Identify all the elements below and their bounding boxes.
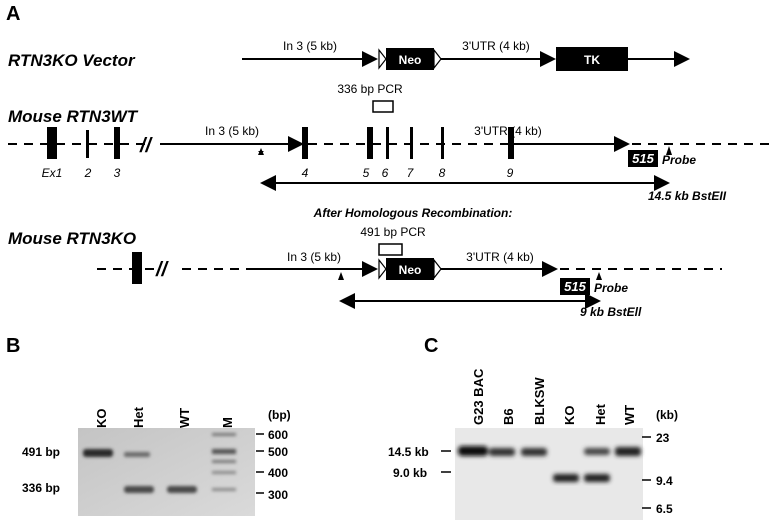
loxp-left-icon [378,48,387,70]
gel-b-band-wt-336 [167,486,197,493]
gel-b-band-label-491: 491 bp [22,445,60,459]
wt-exon-8 [441,127,444,159]
wt-exon-3 [114,127,120,159]
gel-b-band-het-491 [124,452,150,457]
wt-probe-num: 515 [632,151,654,166]
gel-b-band-label-336: 336 bp [22,481,60,495]
exon-label-9: 9 [507,166,514,180]
wt-exon-7 [410,127,413,159]
gel-b-lane-m: M [220,417,235,428]
gel-c-image [455,428,643,520]
gel-c-band-ko-9kb [553,474,579,482]
gel-b-ladder-500 [212,449,236,454]
recomb-title: After Homologous Recombination: [313,206,513,220]
ko-title: Mouse RTN3KO [8,229,136,248]
ko-neo-box [386,258,434,280]
ko-utr-label: 3'UTR (4 kb) [466,250,534,264]
gel-c-band-het-14kb [584,448,610,455]
gel-c-lane-wt: WT [622,405,637,425]
gel-c-marker-6.5: 6.5 [656,502,673,516]
exon-label-4: 4 [302,166,309,180]
wt-exon-1 [47,127,57,159]
pcr-wt-box [372,100,394,113]
gel-b-ladder-300 [212,488,236,491]
gel-c-lane-ko: KO [562,406,577,426]
wt-exon-2 [86,130,89,158]
wt-bstii-label: 14.5 kb BstEII [648,189,727,203]
panel-c-label: C [424,335,438,357]
panel-b-label: B [6,335,20,357]
pcr-ko-label: 491 bp PCR [360,225,426,239]
gel-c-band-b6 [489,448,515,456]
gel-c-lane-b6: B6 [501,408,516,425]
gel-b-marker-300: 300 [268,488,288,502]
loxp-right-icon [433,48,442,70]
wt-break-icon: // [139,135,154,157]
gel-b-marker-600: 600 [268,428,288,442]
wt-bstii-site-1-icon [258,148,264,155]
gel-c-band-g23bac [458,446,488,456]
gel-b-marker-400: 400 [268,466,288,480]
wt-exon-4 [302,127,308,159]
wt-title: Mouse RTN3WT [8,107,139,126]
exon-label-8: 8 [439,166,446,180]
gel-c-lane-blksw: BLKSW [532,377,547,425]
gel-c-marker-9.4: 9.4 [656,474,673,488]
vector-neo-label: Neo [399,53,422,67]
gel-b-unit: (bp) [268,408,291,422]
gel-c-band-label-14.5: 14.5 kb [388,445,429,459]
exon-label-1: Ex1 [42,166,63,180]
wt-utr-label: 3'UTR (4 kb) [474,124,542,138]
wt-in3-label: In 3 (5 kb) [205,124,259,138]
gel-b-ladder-450 [212,460,236,463]
wt-exon-5 [367,127,373,159]
gel-c-lane-het: Het [593,403,608,425]
ko-bstii-site-2-icon [596,272,602,280]
ko-bstii-site-1-icon [338,272,344,280]
gel-b-ladder-400 [212,471,236,474]
wt-bstii-site-2-icon [666,146,672,155]
ko-neo-label: Neo [399,263,422,277]
gel-c-marker-23: 23 [656,431,670,445]
ko-probe-box [560,278,590,295]
panel-a-label: A [6,3,20,25]
wt-exon-6 [386,127,389,159]
vector-neo-box [386,48,434,70]
vector-utr-label: 3'UTR (4 kb) [462,39,530,53]
wt-exon-9 [508,127,514,159]
gel-c-band-wt [615,447,641,456]
vector-in3-label: In 3 (5 kb) [283,39,337,53]
exon-label-5: 5 [363,166,370,180]
gel-b-marker-500: 500 [268,445,288,459]
gel-c-band-het-9kb [584,474,610,482]
vector-tk-box [556,47,628,71]
vector-tk-label: TK [584,53,600,67]
exon-label-3: 3 [114,166,121,180]
gel-b-band-ko-491 [83,449,113,457]
gel-c-band-label-9.0: 9.0 kb [393,466,427,480]
wt-probe-label: Probe [662,153,696,167]
gel-c-band-blksw [521,448,547,456]
ko-bstii-label: 9 kb BstEll [580,305,642,319]
ko-probe-num: 515 [564,279,586,294]
gel-b-lane-wt: WT [177,408,192,428]
pcr-wt-label: 336 bp PCR [337,82,403,96]
ko-probe-label: Probe [594,281,628,295]
vector-title: RTN3KO Vector [8,51,136,70]
gel-b-band-het-336 [124,486,154,493]
gel-b-ladder-600 [212,433,236,436]
gel-c-unit: (kb) [656,408,678,422]
ko-break-icon: // [155,259,170,281]
ko-in3-label: In 3 (5 kb) [287,250,341,264]
ko-exon-1 [132,252,142,284]
wt-probe-box [628,150,658,167]
gel-c-lane-g23bac: G23 BAC [471,368,486,425]
exon-label-2: 2 [84,166,92,180]
pcr-ko-box [378,243,403,256]
gel-b-lane-ko: KO [94,409,109,429]
gel-b-lane-het: Het [131,406,146,428]
exon-label-6: 6 [382,166,389,180]
exon-label-7: 7 [407,166,415,180]
